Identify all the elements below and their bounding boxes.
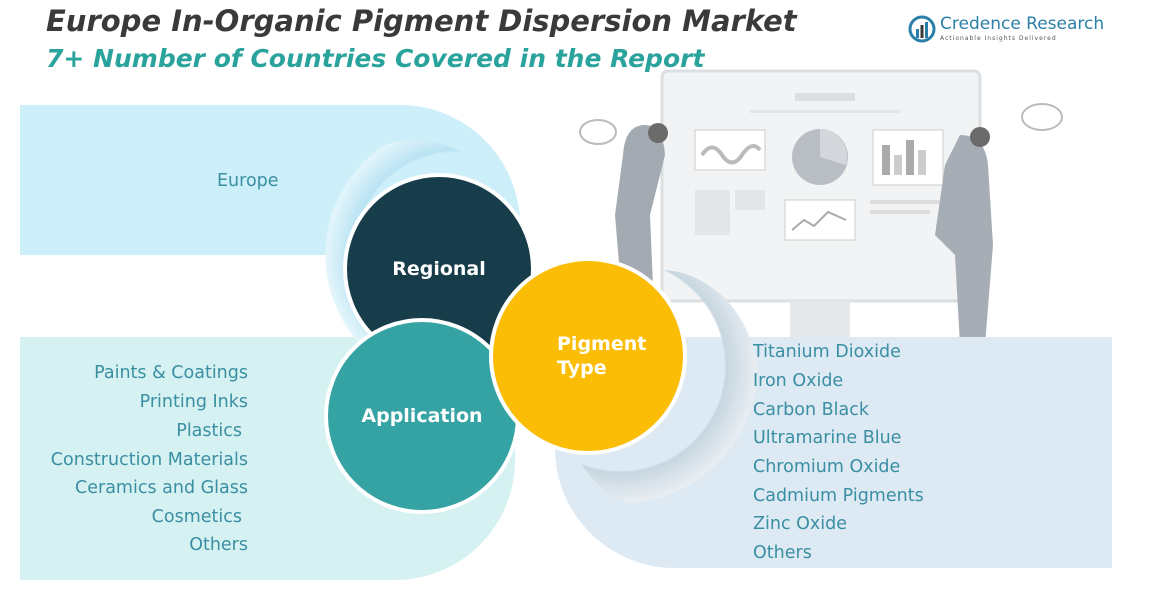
logo-name: Credence Research bbox=[940, 14, 1105, 34]
pigment-type-item: Iron Oxide bbox=[753, 371, 844, 391]
logo-bars-icon bbox=[908, 15, 936, 42]
credence-logo: Credence Research Actionable Insights De… bbox=[908, 14, 1104, 43]
application-item: Plastics bbox=[176, 421, 242, 441]
pigment-label-line2: Type bbox=[557, 357, 607, 379]
logo-tagline: Actionable Insights Delivered bbox=[940, 35, 1057, 42]
application-label: Application bbox=[361, 405, 483, 427]
application-item: Construction Materials bbox=[50, 450, 248, 470]
regional-item: Europe bbox=[217, 171, 279, 191]
pigment-type-item: Others bbox=[753, 543, 812, 563]
pigment-type-item: Cadmium Pigments bbox=[753, 486, 924, 506]
application-item: Ceramics and Glass bbox=[75, 478, 248, 498]
pigment-type-item: Zinc Oxide bbox=[753, 514, 847, 534]
pigment-label-line1: Pigment bbox=[557, 333, 647, 355]
pigment-type-item: Titanium Dioxide bbox=[753, 342, 901, 362]
application-item: Cosmetics bbox=[151, 507, 242, 527]
pigment-type-item: Carbon Black bbox=[753, 400, 869, 420]
application-item: Paints & Coatings bbox=[94, 363, 248, 383]
pigment-type-item: Ultramarine Blue bbox=[753, 428, 902, 448]
presentation-illustration bbox=[579, 69, 1063, 345]
page-title: Europe In-Organic Pigment Dispersion Mar… bbox=[46, 4, 797, 38]
application-item: Printing Inks bbox=[139, 392, 248, 412]
page-subtitle: 7+ Number of Countries Covered in the Re… bbox=[46, 44, 705, 73]
regional-label: Regional bbox=[392, 258, 486, 280]
pigment-type-item: Chromium Oxide bbox=[753, 457, 901, 477]
application-item: Others bbox=[189, 535, 248, 555]
